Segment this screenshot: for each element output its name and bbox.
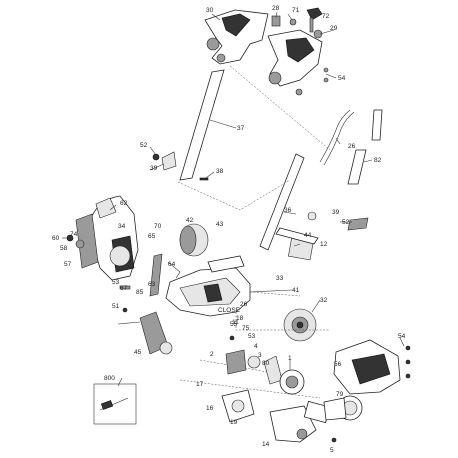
callout: 11 (232, 319, 239, 326)
callout: 51 (112, 303, 120, 310)
callout-labels: 30 28 71 72 29 54 37 38 39 52 62 26 82 6… (52, 5, 406, 454)
callout: 55 (230, 321, 238, 328)
callout: 39 (332, 209, 340, 216)
callout: 5 (330, 447, 334, 454)
callout: 71 (292, 7, 300, 14)
callout: 800 (104, 375, 115, 382)
shared-label: CLOSE (218, 307, 241, 314)
callout: 26 (240, 301, 248, 308)
callout: 37 (237, 125, 245, 132)
callout: 41 (292, 287, 300, 294)
motor-assembly (179, 349, 363, 443)
callout: 67 (120, 285, 128, 292)
callout: 44 (304, 232, 312, 239)
small-parts-middle (119, 211, 369, 355)
callout: 18 (236, 315, 244, 322)
callout: 58 (60, 245, 68, 252)
callout: 26 (348, 143, 356, 150)
callout: 65 (148, 233, 156, 240)
callout: 82 (374, 157, 382, 164)
callout: 14 (262, 441, 270, 448)
callout: 54 (338, 75, 346, 82)
callout: 36 (284, 207, 292, 214)
callout: 30 (206, 7, 214, 14)
upper-handle-assembly (204, 7, 329, 96)
callout: 42 (186, 217, 194, 224)
motor-cover (333, 339, 411, 395)
callout: 52 (342, 219, 350, 226)
callout: 45 (134, 349, 142, 356)
callout: 39 (150, 165, 158, 172)
cord-plug (93, 383, 137, 425)
callout: 16 (206, 405, 214, 412)
callout: 38 (216, 168, 224, 175)
callout: 54 (398, 333, 406, 340)
callout: 17 (196, 381, 204, 388)
blade-guard-assembly (66, 195, 139, 281)
callout: 70 (154, 223, 162, 230)
callout: 79 (336, 391, 344, 398)
callout: 34 (118, 223, 126, 230)
callout: 43 (216, 221, 224, 228)
callout: 2 (210, 351, 214, 358)
wheels (179, 223, 317, 342)
callout: 63 (148, 281, 156, 288)
callout: 56 (334, 361, 342, 368)
callout: 85 (136, 289, 144, 296)
callout: 12 (320, 241, 328, 248)
handle-tubes (177, 65, 383, 251)
callout: 75 (242, 325, 250, 332)
main-deck (165, 227, 330, 331)
callout: 4 (254, 343, 258, 350)
callout: 33 (276, 275, 284, 282)
callout: 53 (112, 279, 120, 286)
callout: 29 (330, 25, 338, 32)
callout: 74 (70, 231, 78, 238)
callout: 1 (288, 355, 292, 362)
leader-lines (62, 11, 405, 387)
callout: 32 (320, 297, 328, 304)
callout: 52 (140, 142, 148, 149)
callout: 80 (262, 360, 270, 367)
callout: 28 (272, 5, 280, 12)
callout: 72 (322, 13, 330, 20)
callout: 64 (168, 261, 176, 268)
callout: 3 (258, 352, 262, 359)
callout: 19 (230, 419, 238, 426)
callout: 57 (64, 261, 72, 268)
fasteners-left (152, 151, 209, 181)
callout: 62 (120, 200, 128, 207)
callout: 53 (248, 333, 256, 340)
callout: 60 (52, 235, 60, 242)
